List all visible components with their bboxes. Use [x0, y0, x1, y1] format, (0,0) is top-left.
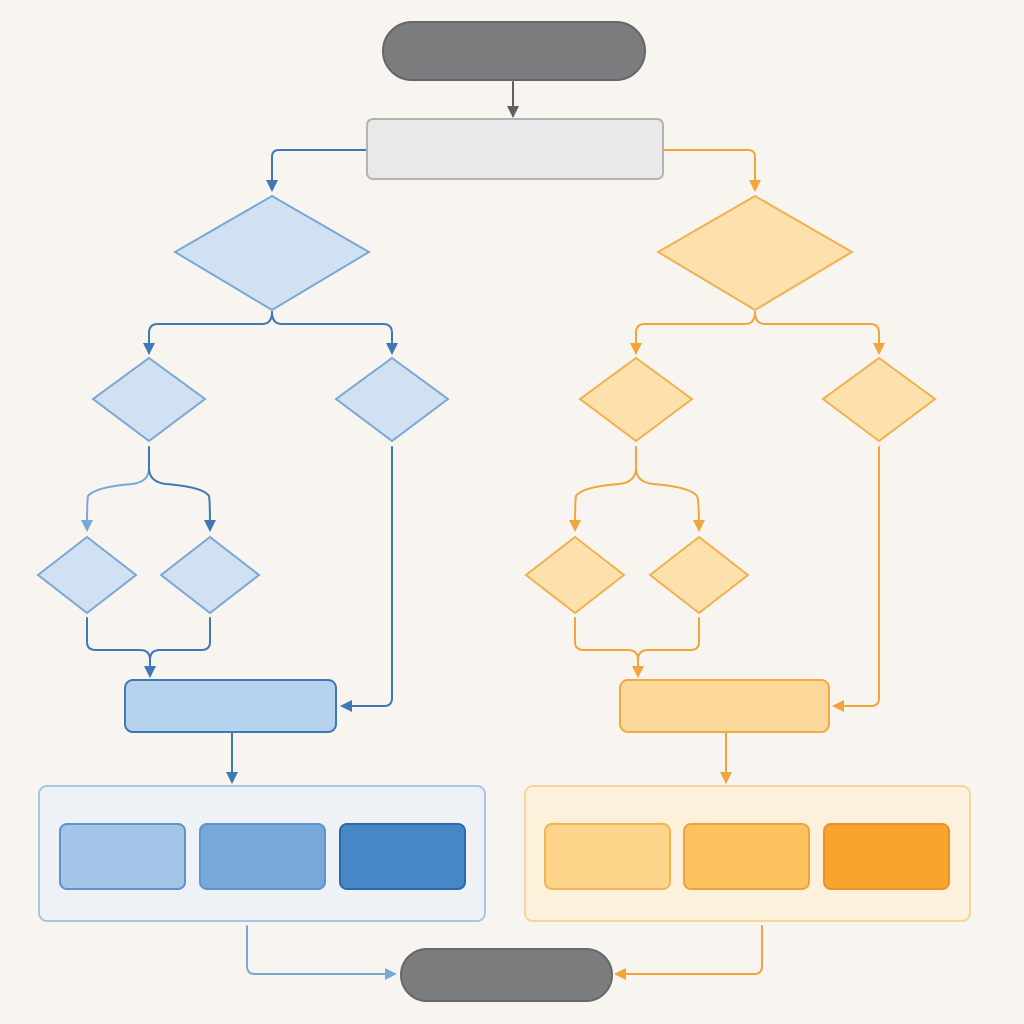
edge-blue-sub-left-to-merge [86, 617, 156, 678]
blue-tier-2[interactable] [199, 823, 326, 890]
edge-orange-main-to-left [630, 311, 756, 355]
blue-merge-box[interactable] [124, 679, 337, 733]
orange-decision-right[interactable] [821, 356, 937, 443]
process-step[interactable] [366, 118, 664, 180]
blue-tier-1[interactable] [59, 823, 186, 890]
blue-tier-3[interactable] [339, 823, 466, 890]
orange-decision-sub-right[interactable] [648, 535, 750, 615]
edge-blue-left-to-sub-right [148, 446, 216, 532]
start-terminal[interactable] [382, 21, 646, 81]
blue-decision-left[interactable] [91, 356, 207, 443]
edge-orange-left-to-sub-right [635, 446, 705, 532]
orange-decision-main[interactable] [656, 194, 854, 312]
edges [81, 81, 885, 980]
edge-blue-right-to-merge [340, 446, 393, 712]
orange-decision-left[interactable] [578, 356, 694, 443]
edge-blue-sub-right-to-merge [149, 617, 211, 661]
orange-tier-panel [524, 785, 971, 922]
edge-orange-sub-right-to-merge [637, 617, 700, 661]
edge-blue-left-to-sub-left [81, 446, 150, 532]
edge-blue-main-to-left [143, 311, 273, 355]
edge-blue-main-to-right [271, 311, 398, 355]
edge-orange-left-to-sub-left [569, 446, 637, 532]
edge-blue-panel-to-end [246, 925, 397, 980]
nodes [36, 21, 971, 1002]
blue-decision-main[interactable] [173, 194, 371, 312]
orange-tier-3[interactable] [823, 823, 950, 890]
edge-orange-panel-to-end [614, 925, 763, 980]
blue-decision-right[interactable] [334, 356, 450, 443]
blue-tier-panel [38, 785, 486, 922]
edge-orange-sub-left-to-merge [574, 617, 644, 678]
orange-tier-2[interactable] [683, 823, 810, 890]
end-terminal[interactable] [400, 948, 613, 1002]
edge-orange-right-to-merge [832, 446, 880, 712]
edge-process-to-orange-decision [663, 149, 761, 192]
edge-process-to-blue-decision [266, 149, 367, 192]
blue-decision-sub-right[interactable] [159, 535, 261, 615]
blue-decision-sub-left[interactable] [36, 535, 138, 615]
orange-decision-sub-left[interactable] [524, 535, 626, 615]
orange-merge-box[interactable] [619, 679, 830, 733]
orange-tier-1[interactable] [544, 823, 671, 890]
edge-orange-main-to-right [754, 311, 885, 355]
